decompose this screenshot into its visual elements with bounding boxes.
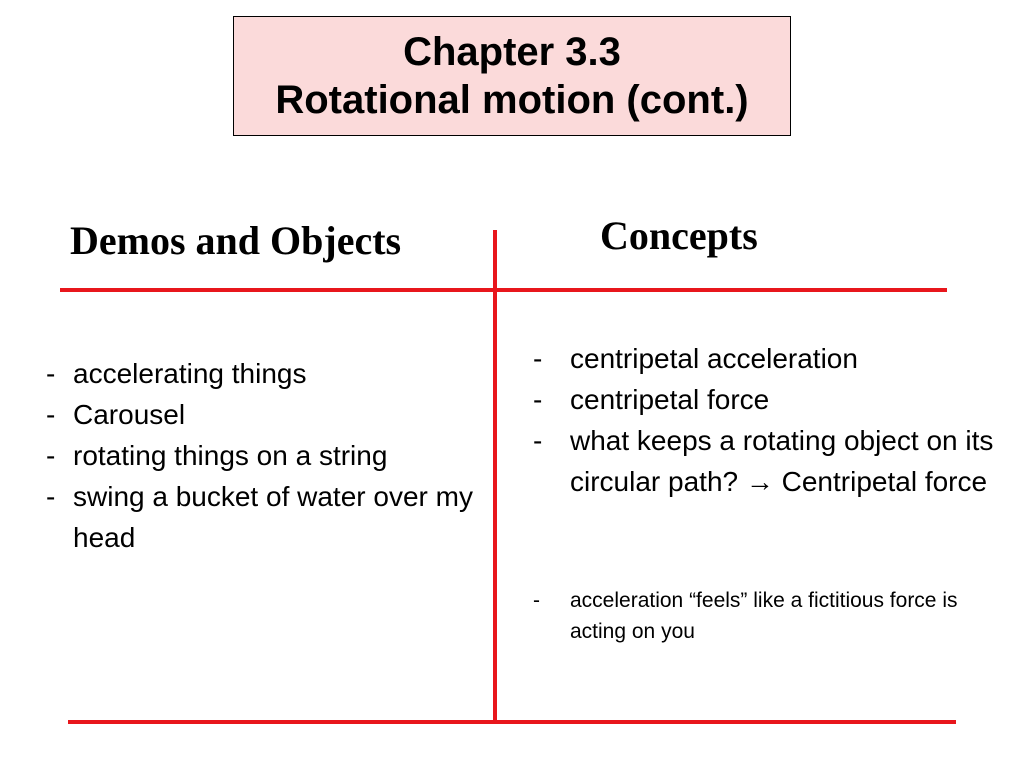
list-item-text: centripetal acceleration bbox=[570, 343, 858, 374]
title-line-2: Rotational motion (cont.) bbox=[275, 78, 749, 122]
list-item: -Carousel bbox=[44, 394, 474, 435]
vertical-divider bbox=[493, 230, 497, 724]
list-item-text: what keeps a rotating object on its circ… bbox=[570, 425, 994, 497]
list-item-text: rotating things on a string bbox=[73, 440, 388, 471]
list-item: -centripetal force bbox=[530, 379, 1010, 420]
demos-list: -accelerating things -Carousel -rotating… bbox=[44, 353, 474, 558]
list-item: -swing a bucket of water over my head bbox=[44, 476, 474, 558]
bullet-dash: - bbox=[533, 384, 543, 415]
bullet-dash: - bbox=[46, 440, 56, 471]
bullet-dash: - bbox=[46, 481, 56, 512]
title-box: Chapter 3.3 Rotational motion (cont.) bbox=[233, 16, 791, 136]
list-item: -centripetal acceleration bbox=[530, 338, 1010, 379]
bullet-dash: - bbox=[533, 425, 543, 456]
bullet-dash: - bbox=[533, 343, 543, 374]
list-item: -rotating things on a string bbox=[44, 435, 474, 476]
concepts-heading: Concepts bbox=[600, 213, 758, 258]
demos-heading: Demos and Objects bbox=[70, 218, 402, 263]
title-line-1: Chapter 3.3 bbox=[403, 30, 621, 74]
bullet-dash: - bbox=[46, 358, 56, 389]
list-item: - acceleration “feels” like a fictitious … bbox=[530, 585, 1010, 647]
concepts-list: -centripetal acceleration -centripetal f… bbox=[530, 338, 1010, 502]
list-item-text: accelerating things bbox=[73, 358, 307, 389]
list-item-text: centripetal force bbox=[570, 384, 770, 415]
list-item: -what keeps a rotating object on its cir… bbox=[530, 420, 1010, 502]
horizontal-divider-bottom bbox=[68, 720, 956, 724]
horizontal-divider-top bbox=[60, 288, 947, 292]
bullet-dash: - bbox=[533, 589, 540, 612]
list-item-text: Carousel bbox=[73, 399, 186, 430]
list-item: -accelerating things bbox=[44, 353, 474, 394]
bullet-dash: - bbox=[46, 399, 56, 430]
list-item-text: swing a bucket of water over my head bbox=[73, 481, 473, 553]
list-item-text: acceleration “feels” like a fictitious f… bbox=[570, 589, 958, 643]
concepts-note-list: - acceleration “feels” like a fictitious … bbox=[530, 585, 1010, 647]
